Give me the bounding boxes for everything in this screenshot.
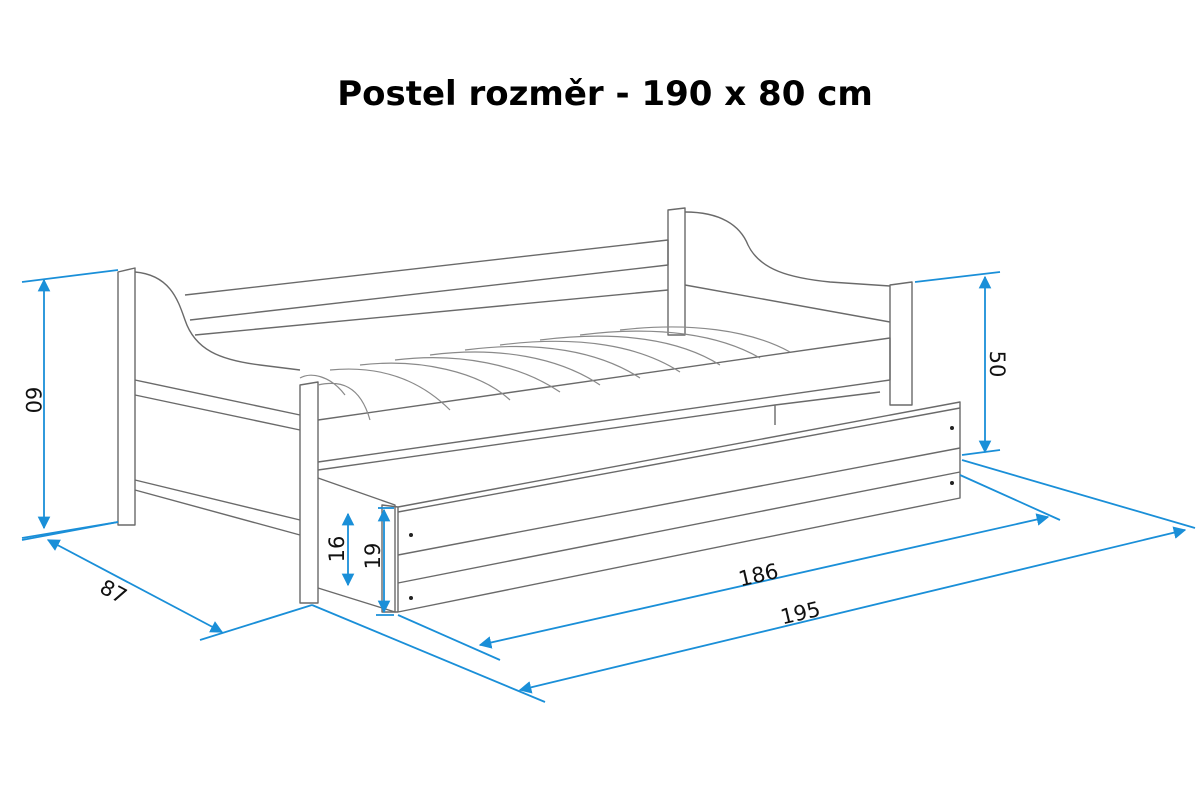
dimension-lines [21,269,1196,703]
dimension-label-186: 186 [736,559,780,591]
bed-outline [117,207,961,613]
dimension-label-16: 16 [325,536,349,563]
dimension-label-60: 60 [21,387,45,414]
slats [299,326,791,421]
dimension-label-195: 195 [778,597,822,629]
dimension-label-19: 19 [361,543,385,570]
dimension-label-50: 50 [985,351,1009,378]
diagram-title: Postel rozměr - 190 x 80 cm [337,74,873,114]
